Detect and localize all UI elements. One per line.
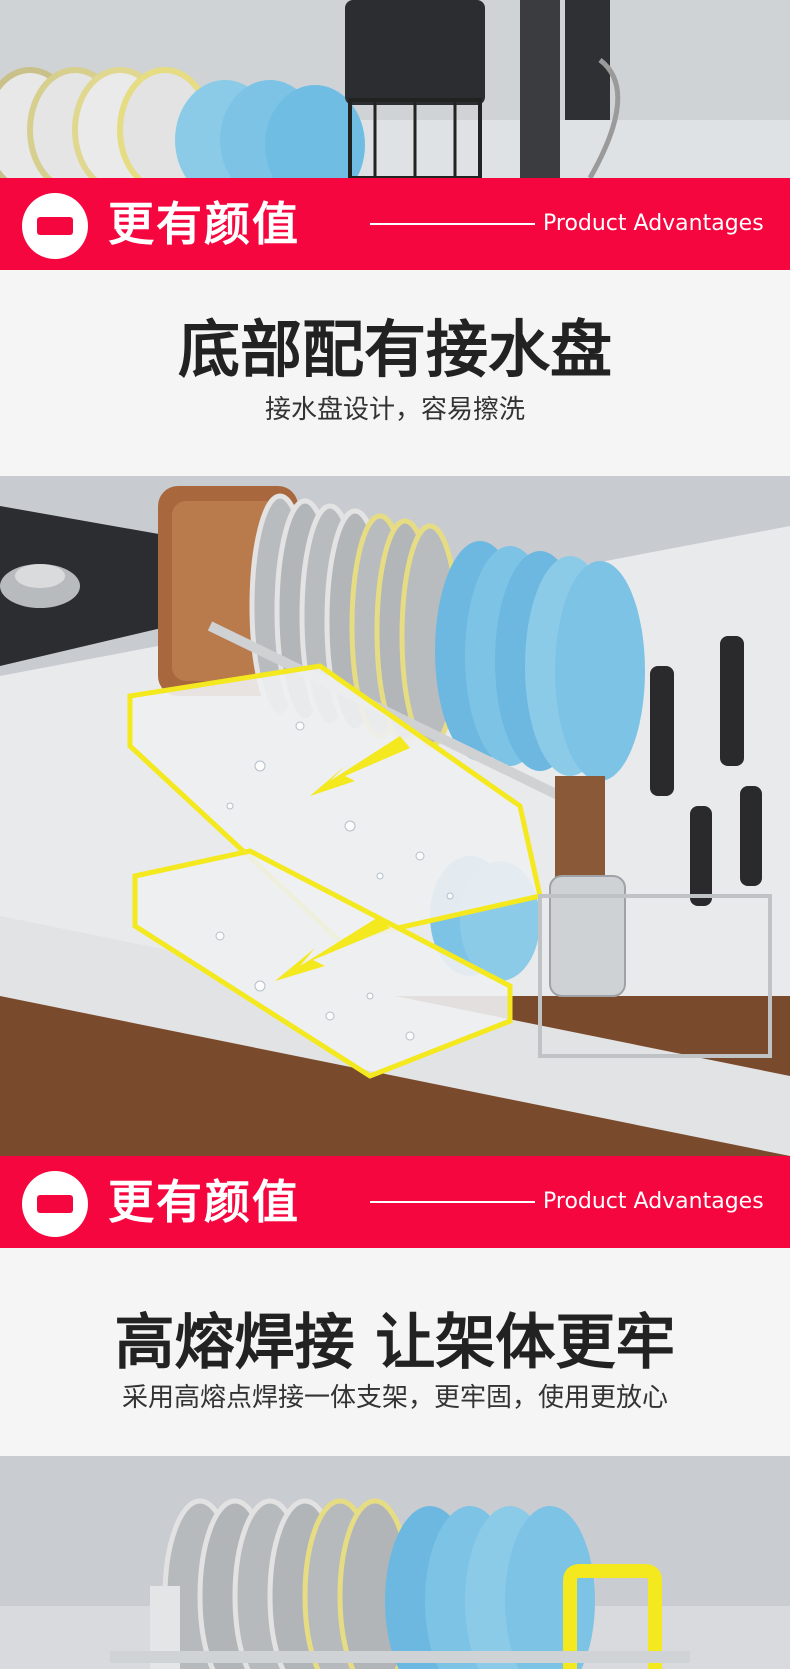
minus-circle-icon	[22, 193, 88, 259]
feature-headline: 高熔焊接 让架体更牢	[114, 1308, 676, 1378]
feature-headline: 底部配有接水盘	[177, 313, 612, 386]
minus-circle-icon	[22, 1171, 88, 1237]
gray-patterned-plates	[249, 493, 461, 749]
blue-plates	[175, 80, 365, 178]
feature-text-block: 底部配有接水盘 接水盘设计，容易擦洗	[0, 270, 790, 476]
welded-rack-illustration	[0, 1456, 790, 1669]
feature-subtext: 接水盘设计，容易擦洗	[264, 395, 525, 425]
bottom-product-photo	[0, 1456, 790, 1669]
section-banner: 更有颜值 Product Advantages	[0, 1156, 790, 1248]
dish-rack-drip-tray-illustration	[0, 476, 790, 1156]
utensil-holder	[345, 0, 485, 178]
banner-title: 更有颜值	[108, 1175, 300, 1229]
water-droplets	[215, 721, 454, 1041]
banner-subtitle: Product Advantages	[543, 211, 764, 236]
stove	[0, 506, 170, 666]
patterned-plates	[0, 67, 213, 178]
section-banner: 更有颜值 Product Advantages	[0, 178, 790, 270]
feature-subtext: 采用高熔点焊接一体支架，更牢固，使用更放心	[121, 1383, 668, 1413]
banner-divider	[370, 1201, 535, 1203]
dish-rack-top-illustration	[0, 0, 790, 178]
chopsticks-holder	[549, 776, 626, 997]
arrow-icon	[275, 736, 410, 981]
banner-title: 更有颜值	[108, 197, 300, 251]
knives	[650, 636, 762, 906]
lower-drip-tray	[132, 848, 513, 1079]
banner-subtitle: Product Advantages	[543, 1189, 764, 1214]
banner-divider	[370, 223, 535, 225]
gray-patterned-plates	[162, 1498, 413, 1669]
feature-text-block: 高熔焊接 让架体更牢 采用高熔点焊接一体支架，更牢固，使用更放心	[0, 1248, 790, 1456]
drip-tray-product-photo	[0, 476, 790, 1156]
top-product-photo	[0, 0, 790, 178]
